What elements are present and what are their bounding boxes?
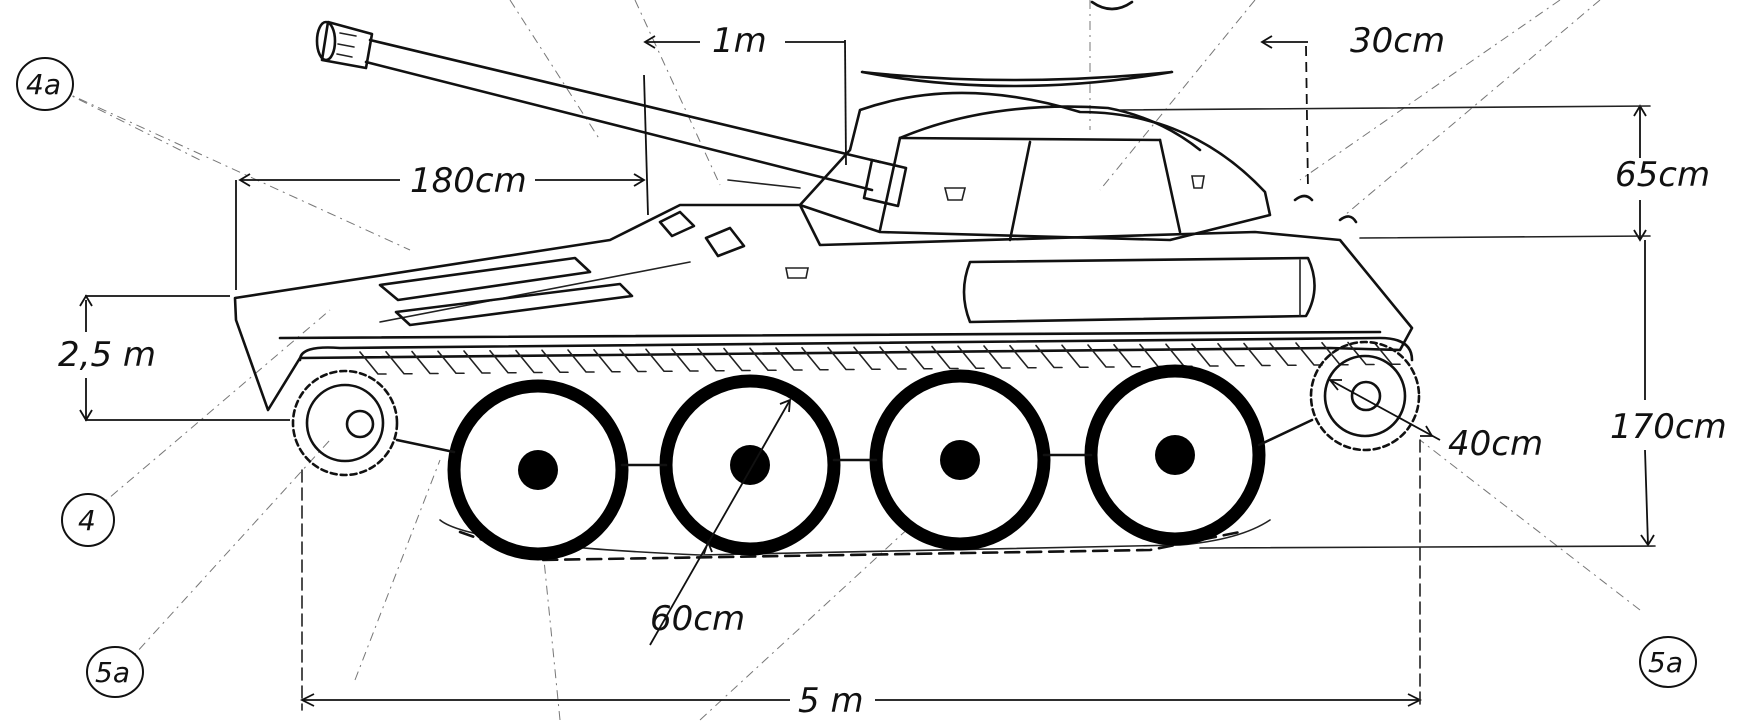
track-link xyxy=(1009,344,1037,369)
dim-turret-length: 1m xyxy=(712,21,767,61)
track-link xyxy=(1295,342,1323,366)
track-link xyxy=(645,348,673,373)
track-link xyxy=(489,349,517,374)
callout-label: 5a xyxy=(1648,646,1683,679)
wheel-hub xyxy=(940,440,980,480)
track-link xyxy=(619,348,647,373)
turret xyxy=(798,70,1358,242)
dimension-lines xyxy=(79,35,1656,711)
track-link xyxy=(359,351,387,375)
track-link xyxy=(1087,344,1115,368)
track-link xyxy=(1061,344,1089,369)
track-link xyxy=(1191,343,1219,367)
track-link xyxy=(1165,343,1193,368)
track-link xyxy=(749,347,777,372)
track-link xyxy=(983,345,1011,369)
track-link xyxy=(931,345,959,370)
track-link xyxy=(463,350,491,374)
track-link xyxy=(1243,342,1271,367)
track-link xyxy=(775,347,803,371)
track-link xyxy=(437,350,465,375)
track-link xyxy=(801,346,829,371)
dimension-labels: 1m 30cm 180cm 65cm 2,5 m 170cm 40cm 60cm… xyxy=(58,21,1727,721)
track-link xyxy=(515,349,543,374)
dim-road-wheel: 60cm xyxy=(650,599,745,639)
dim-total-length: 5 m xyxy=(798,681,864,721)
track-link xyxy=(671,348,699,372)
track-link xyxy=(957,345,985,370)
track-link xyxy=(905,345,933,370)
callout-label: 4a xyxy=(26,68,61,101)
track-link xyxy=(723,347,751,372)
track-link xyxy=(1373,341,1401,366)
sprocket-left xyxy=(291,369,399,477)
track-link xyxy=(1113,343,1141,368)
callout-label: 5a xyxy=(95,656,130,689)
road-wheels xyxy=(395,364,1314,561)
track-link xyxy=(879,346,907,370)
track-upper xyxy=(298,336,1414,562)
callout-5a-right: 5a xyxy=(1639,636,1697,688)
callout-5a-left: 5a xyxy=(86,646,144,698)
track-link xyxy=(1139,343,1167,368)
dim-front-height: 2,5 m xyxy=(58,335,156,375)
callout-4a: 4a xyxy=(16,57,74,111)
track-link xyxy=(1035,344,1063,369)
callout-ring-partial xyxy=(1090,0,1134,11)
leader-lines xyxy=(59,0,1641,721)
dim-antenna-offset: 30cm xyxy=(1350,21,1445,61)
dim-hull-height: 170cm xyxy=(1610,407,1727,447)
dim-idler-wheel: 40cm xyxy=(1448,424,1543,464)
wheel-hub xyxy=(1155,435,1195,475)
track-link xyxy=(541,349,569,374)
track-link xyxy=(567,349,595,373)
track-link xyxy=(827,346,855,371)
hull xyxy=(233,179,1414,412)
track-link xyxy=(853,346,881,371)
wheel-hub xyxy=(730,445,770,485)
wheel-hub xyxy=(518,450,558,490)
dim-hull-front: 180cm xyxy=(410,161,527,201)
track-link xyxy=(1269,342,1297,367)
track-link xyxy=(411,350,439,375)
track-link xyxy=(1347,341,1375,366)
callout-4: 4 xyxy=(61,493,115,547)
track-link xyxy=(697,347,725,372)
track-link xyxy=(1217,342,1245,367)
dim-turret-height: 65cm xyxy=(1615,155,1710,195)
gun-barrel xyxy=(315,20,908,208)
track-link xyxy=(385,350,413,375)
sprocket-right xyxy=(1309,340,1421,452)
track-link xyxy=(593,348,621,373)
callout-label: 4 xyxy=(78,504,96,537)
